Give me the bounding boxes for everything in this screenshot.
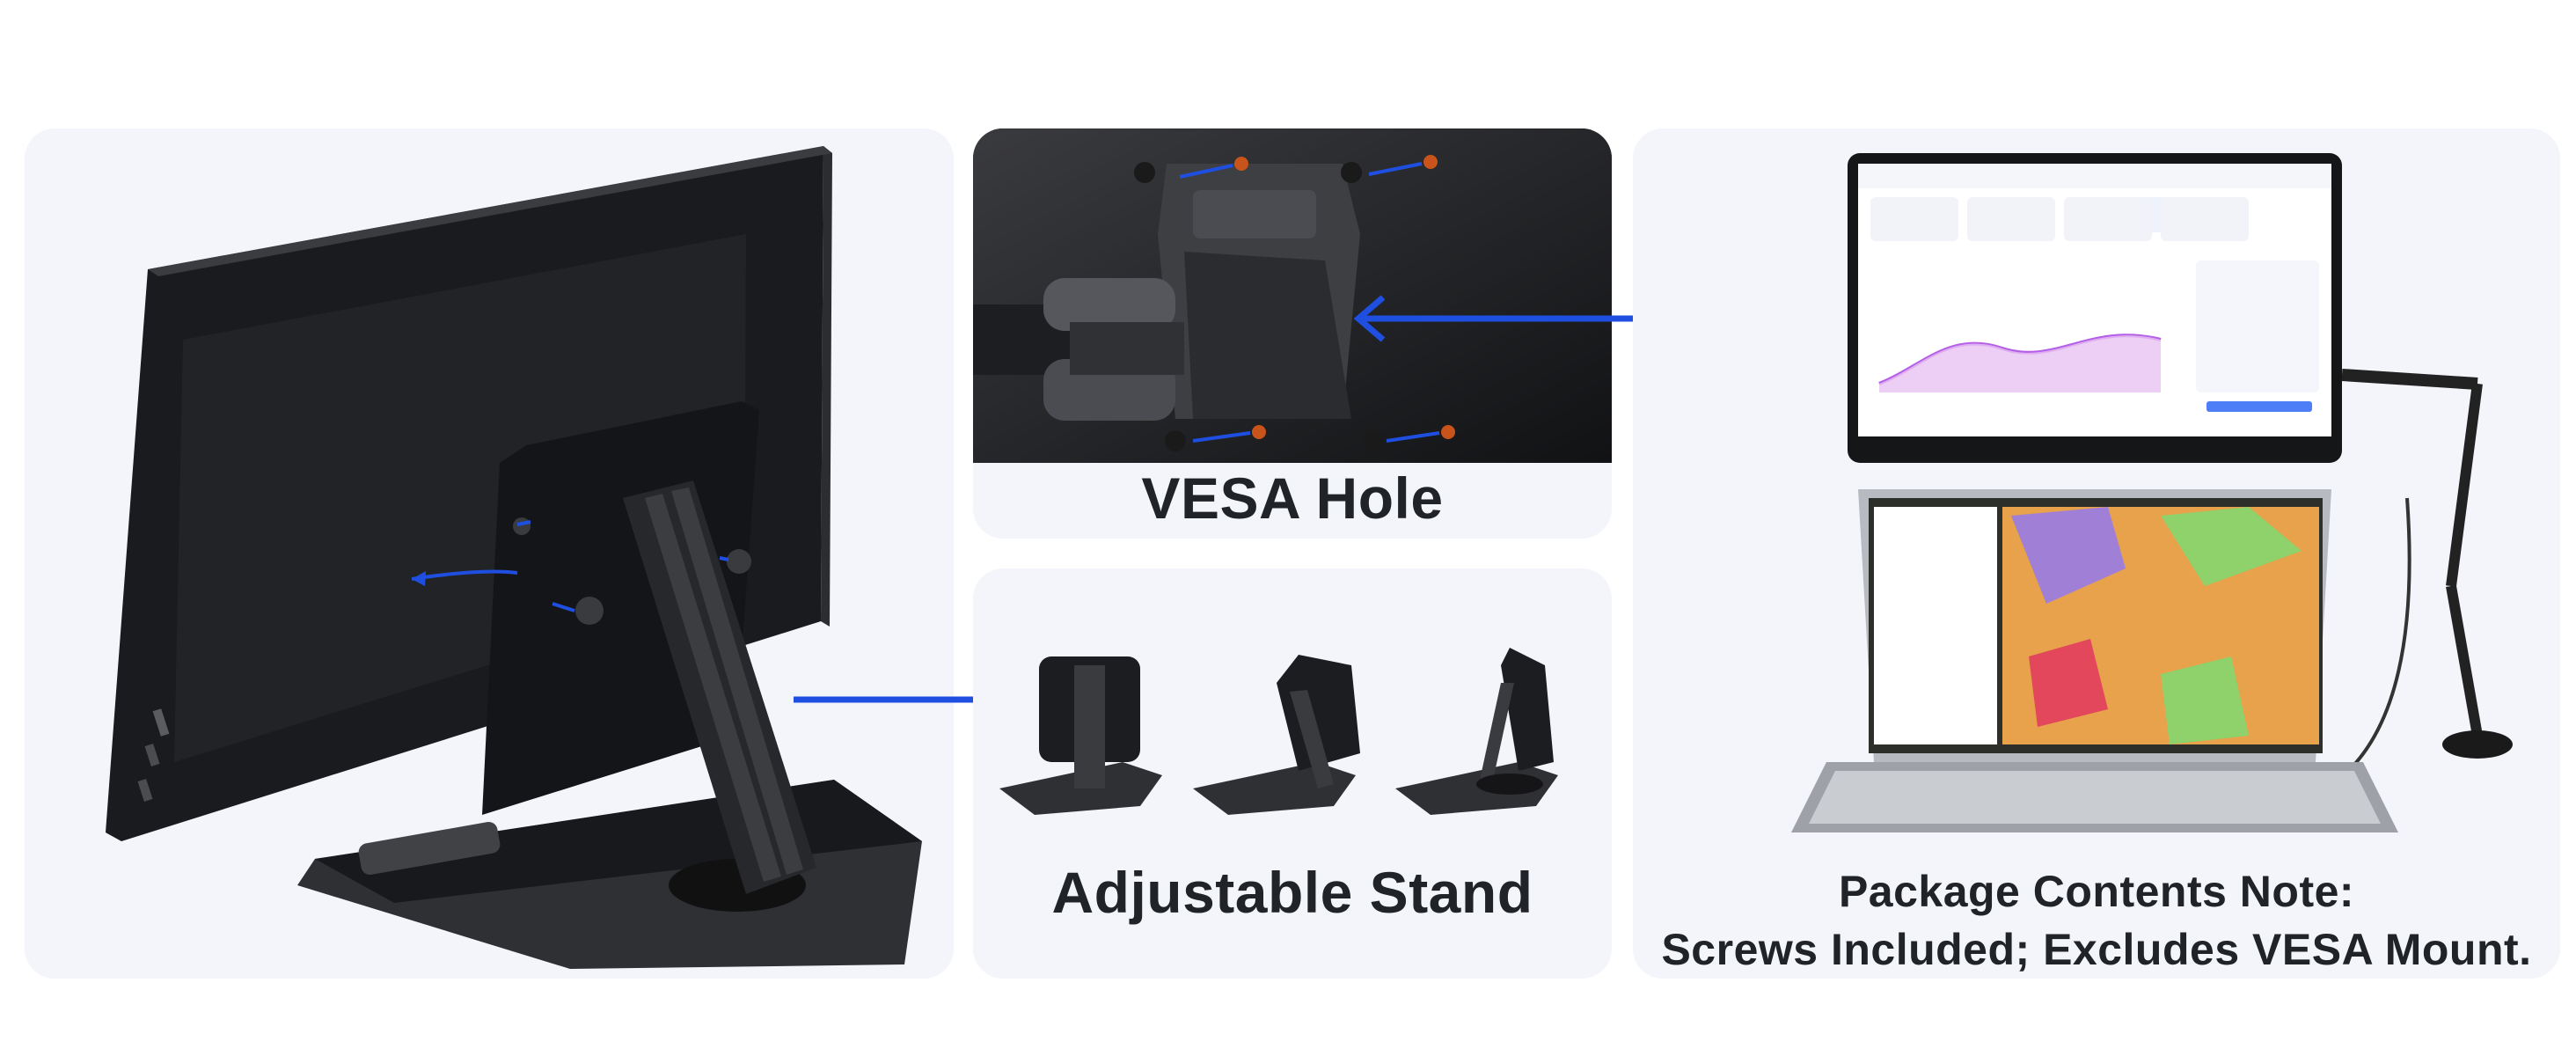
package-contents-caption: Package Contents Note: Screws Included; … — [1633, 862, 2560, 979]
portable-monitor-image — [106, 146, 922, 969]
vesa-closeup-image — [973, 128, 1612, 463]
vesa-hole-panel: VESA Hole — [973, 128, 1612, 539]
package-setup-panel: Package Contents Note: Screws Included; … — [1633, 128, 2560, 979]
package-caption-line2: Screws Included; Excludes VESA Mount. — [1661, 925, 2532, 974]
adjustable-stand-caption: Adjustable Stand — [1051, 860, 1533, 925]
stand-image — [999, 648, 1558, 815]
adjustable-stand-panel: Adjustable Stand — [973, 568, 1612, 979]
monitor-rear-panel — [25, 128, 954, 979]
package-caption-line1: Package Contents Note: — [1838, 867, 2355, 916]
vesa-hole-caption: VESA Hole — [1141, 466, 1444, 531]
setup-image — [1791, 153, 2513, 832]
